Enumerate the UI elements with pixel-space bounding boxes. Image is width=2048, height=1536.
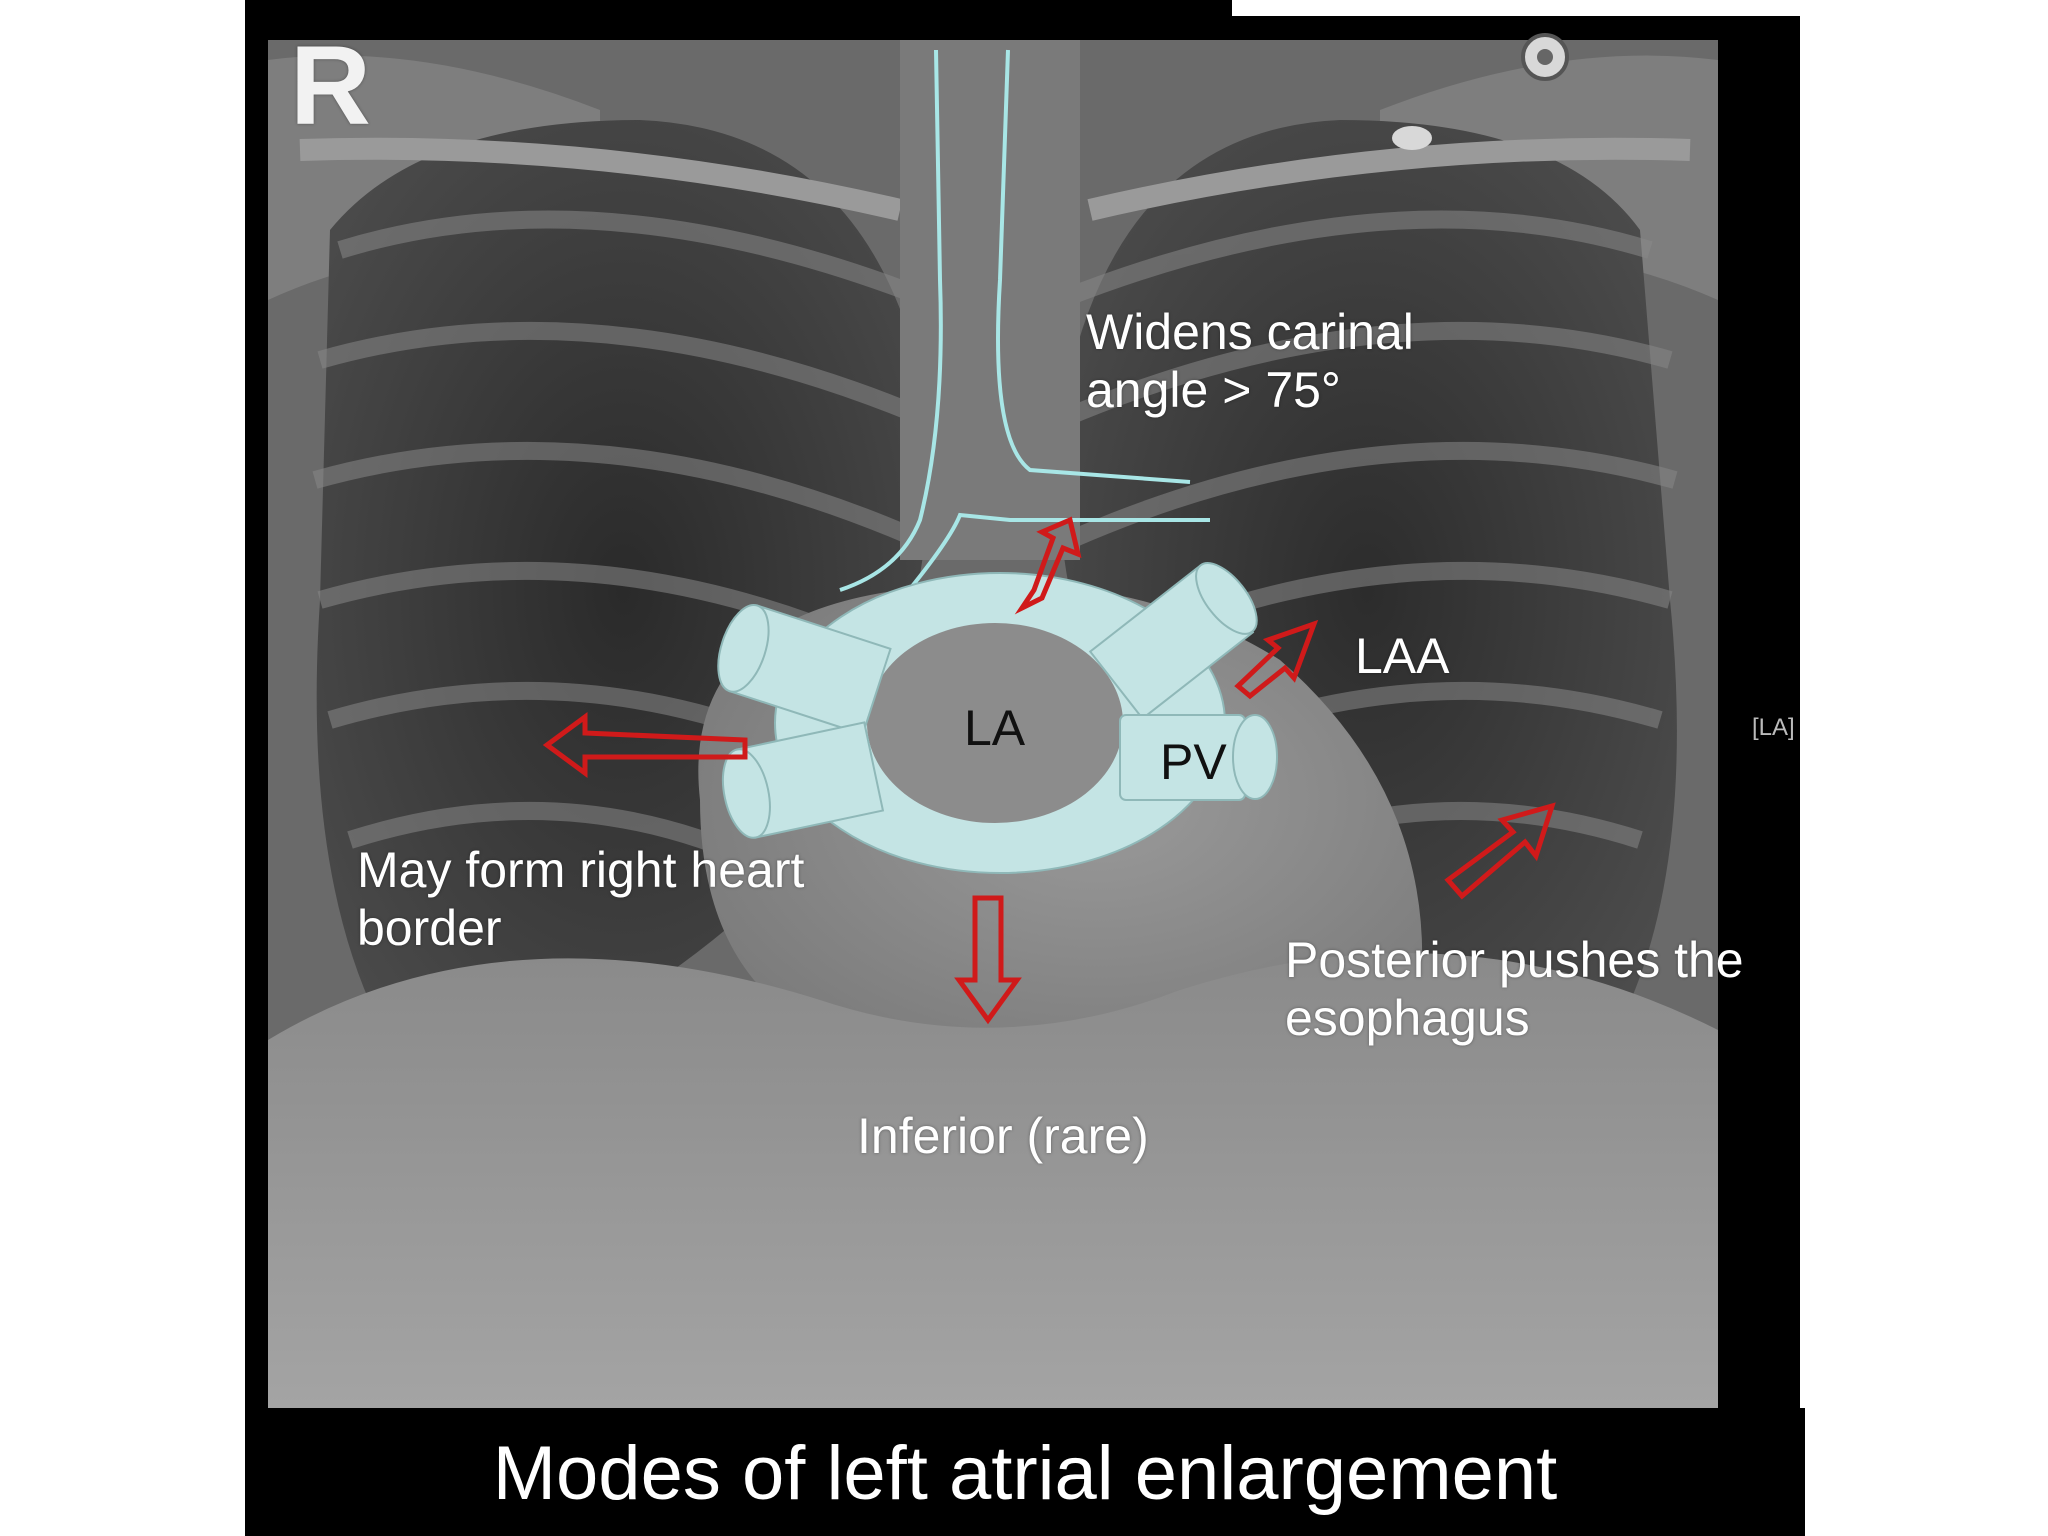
label-posterior: Posterior pushes the esophagus: [1285, 932, 1744, 1046]
label-carinal-angle: Widens carinal angle > 75°: [1086, 304, 1414, 418]
electrode-top-center: [1537, 49, 1553, 65]
left-atrium-diagram: [717, 562, 1278, 874]
label-inferior: Inferior (rare): [857, 1108, 1149, 1164]
label-laa: LAA: [1355, 628, 1450, 684]
caption-title: Modes of left atrial enlargement: [492, 1431, 1558, 1516]
arrow-inferior: [954, 895, 1022, 1025]
caption-bar: Modes of left atrial enlargement: [245, 1408, 1805, 1536]
electrode-shoulder: [1392, 126, 1432, 150]
pulmonary-vein-right-upper: [717, 604, 892, 736]
right-clavicle: [299, 137, 903, 221]
arrow-posterior: [1444, 802, 1556, 900]
arrow-laa: [1234, 619, 1319, 700]
label-right-heart-border: May form right heart border: [357, 842, 805, 956]
enlargement-arrows: [542, 516, 1556, 1025]
trachea-outline: [839, 49, 1210, 597]
left-clavicle: [1087, 137, 1691, 221]
pulmonary-vein-left-lower: [1119, 714, 1278, 801]
pulmonary-vein-left-upper: [1088, 562, 1258, 720]
side-marker: R: [290, 23, 371, 148]
la-chamber: [867, 623, 1123, 823]
film-corner-gap: [1232, 0, 1800, 16]
pulmonary-vein-right-lower: [721, 721, 885, 839]
arrow-superior: [1014, 516, 1082, 615]
abdomen: [268, 953, 1718, 1410]
label-pv: PV: [1160, 734, 1227, 790]
side-tag: [LA]: [1752, 714, 1795, 741]
label-la: LA: [964, 700, 1026, 756]
arrow-rightward: [542, 712, 748, 778]
